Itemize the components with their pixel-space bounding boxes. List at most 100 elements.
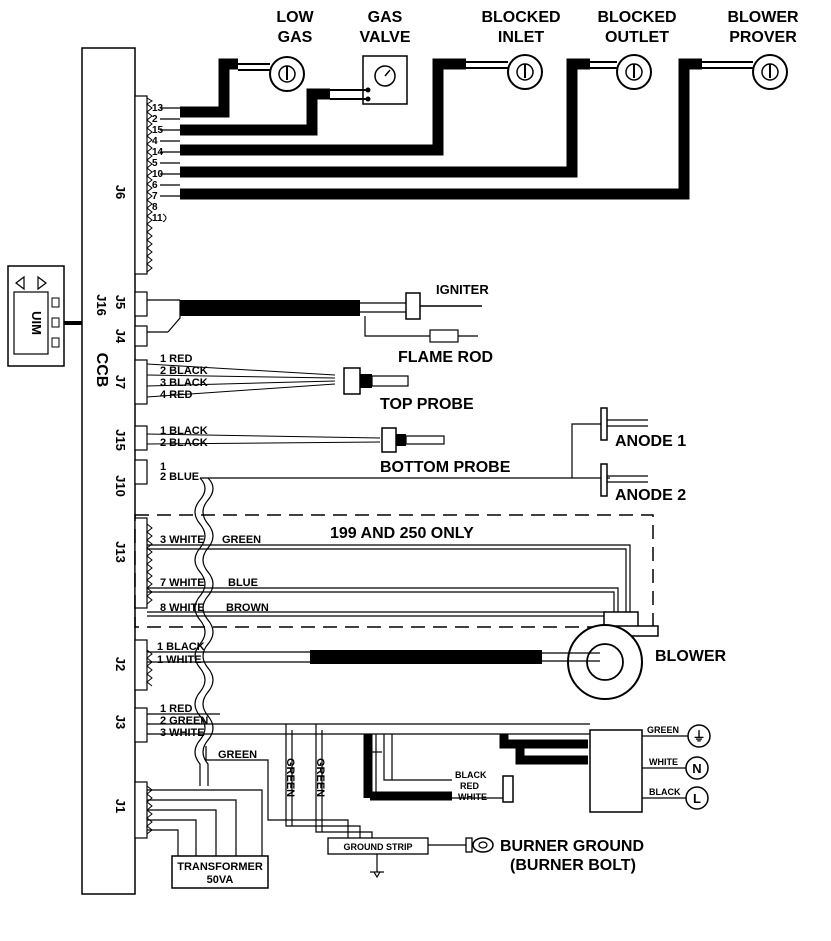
j3-pin-labels: 1 RED 2 GREEN 3 WHITE [160, 703, 208, 739]
ccb-label: CCB [93, 353, 110, 388]
pressure-switches [269, 54, 788, 92]
j2-pin: 1 BLACK [157, 641, 205, 653]
j15-label: J15 [113, 429, 128, 451]
j2-pin-labels: 1 BLACK 1 WHITE [157, 641, 205, 666]
j6-pin: 2 [152, 114, 158, 125]
ground-wire-label: GREEN [314, 758, 326, 797]
j6-pin: 14 [152, 147, 164, 158]
j3-pin: 3 WHITE [160, 727, 205, 739]
j6-jumper [162, 213, 167, 223]
j6-pin: 15 [152, 125, 164, 136]
j6-pin: 11 [152, 213, 163, 224]
j13-wires [147, 544, 631, 617]
j7-label: J7 [113, 375, 128, 389]
blower-prover-switch-icon [752, 54, 788, 90]
blocked-inlet-switch-icon [507, 54, 543, 90]
green-terminal-label: GREEN [647, 725, 679, 735]
burner-bolt-label: (BURNER BOLT) [510, 857, 636, 874]
j10-pin-labels: 1 2 BLUE [160, 461, 199, 483]
uim-label: UIM [29, 311, 44, 335]
j13-wire-color: BLUE [228, 577, 258, 589]
j6-pin: 7 [152, 191, 158, 202]
neutral-terminal-icon: N [692, 761, 701, 776]
j6-pin: 4 [152, 136, 158, 147]
j10-label: J10 [113, 475, 128, 497]
j3-label: J3 [113, 715, 128, 729]
optional-wiring-box [134, 514, 654, 628]
ground-strip [327, 837, 429, 855]
j7-pin: 1 RED [160, 353, 192, 365]
top-probe-harness [146, 363, 409, 398]
bundle-wire [202, 477, 214, 786]
j2-label: J2 [113, 657, 128, 671]
j4-label: J4 [113, 329, 128, 344]
transformer-rating-label: 50VA [207, 874, 234, 886]
igniter-harness [147, 292, 482, 343]
j15-pin: 2 BLACK [160, 437, 208, 449]
j6-pin: 5 [152, 158, 158, 169]
j15-pin-labels: 1 BLACK 2 BLACK [160, 425, 208, 449]
j3-pin: 2 GREEN [160, 715, 208, 727]
j13-pin-labels: 3 WHITE 7 WHITE 8 WHITE GREEN BLUE BROWN [160, 534, 269, 614]
connector-labels: J6 J5 J16 J4 J7 J15 J10 J13 J2 J3 J1 [94, 185, 128, 813]
ground-wires [205, 724, 466, 879]
switch-wire-label: WHITE [458, 792, 487, 802]
blower-icon [567, 611, 659, 700]
j16-label: J16 [94, 294, 109, 316]
top-probe-label: TOP PROBE [380, 396, 474, 413]
optional-note-label: 199 AND 250 ONLY [330, 525, 474, 542]
j13-pin: 7 WHITE [160, 577, 205, 589]
ground-wire-label: GREEN [218, 749, 257, 761]
j1-harness [147, 789, 263, 856]
gas-valve-box [362, 55, 408, 105]
j7-pin: 2 BLACK [160, 365, 208, 377]
low-gas-switch-icon [269, 56, 305, 92]
j6-pin: 10 [152, 169, 164, 180]
j6-label: J6 [113, 185, 128, 199]
j10-pin: 2 BLUE [160, 471, 199, 483]
flame-rod-label: FLAME ROD [398, 349, 493, 366]
switch-wire-label: BLACK [455, 770, 487, 780]
j7-pin-labels: 1 RED 2 BLACK 3 BLACK 4 RED [160, 353, 208, 401]
j1-label: J1 [113, 799, 128, 813]
j15-pin: 1 BLACK [160, 425, 208, 437]
j5-label: J5 [113, 295, 128, 309]
line-terminal-icon: L [693, 791, 701, 806]
ground-strip-label: GROUND STRIP [343, 842, 412, 852]
j6-pin: 6 [152, 180, 158, 191]
white-terminal-label: WHITE [649, 757, 678, 767]
j7-pin: 3 BLACK [160, 377, 208, 389]
blower-label: BLOWER [655, 648, 727, 665]
j6-pin: 13 [152, 103, 164, 114]
transformer-label: TRANSFORMER [177, 861, 263, 873]
j6-harness [160, 58, 753, 200]
ccb-board [81, 47, 136, 895]
j13-label: J13 [113, 541, 128, 563]
black-terminal-label: BLACK [649, 787, 681, 797]
ground-wire-label: GREEN [284, 758, 296, 797]
ground-terminal-icon: ⏚ [692, 729, 705, 744]
j13-wire-color: BROWN [226, 602, 269, 614]
connector-housings [134, 95, 148, 839]
j6-pin-labels: 13 2 15 4 14 5 10 6 7 8 11 [152, 103, 164, 224]
j10-pin: 1 [160, 461, 166, 473]
anode-1-label: ANODE 1 [615, 433, 686, 450]
j13-pin: 3 WHITE [160, 534, 205, 546]
j3-harness [147, 713, 711, 813]
bottom-probe-label: BOTTOM PROBE [380, 459, 511, 476]
j2-pin: 1 WHITE [157, 654, 202, 666]
switch-wire-labels: BLACK RED WHITE [455, 770, 487, 802]
switch-wire-label: RED [460, 781, 480, 791]
j7-pin: 4 RED [160, 389, 192, 401]
j2-harness [147, 650, 600, 664]
anode-harness [200, 407, 648, 497]
j3-pin: 1 RED [160, 703, 192, 715]
burner-bolt-icon [465, 837, 494, 853]
uim-module: UIM [7, 265, 65, 367]
